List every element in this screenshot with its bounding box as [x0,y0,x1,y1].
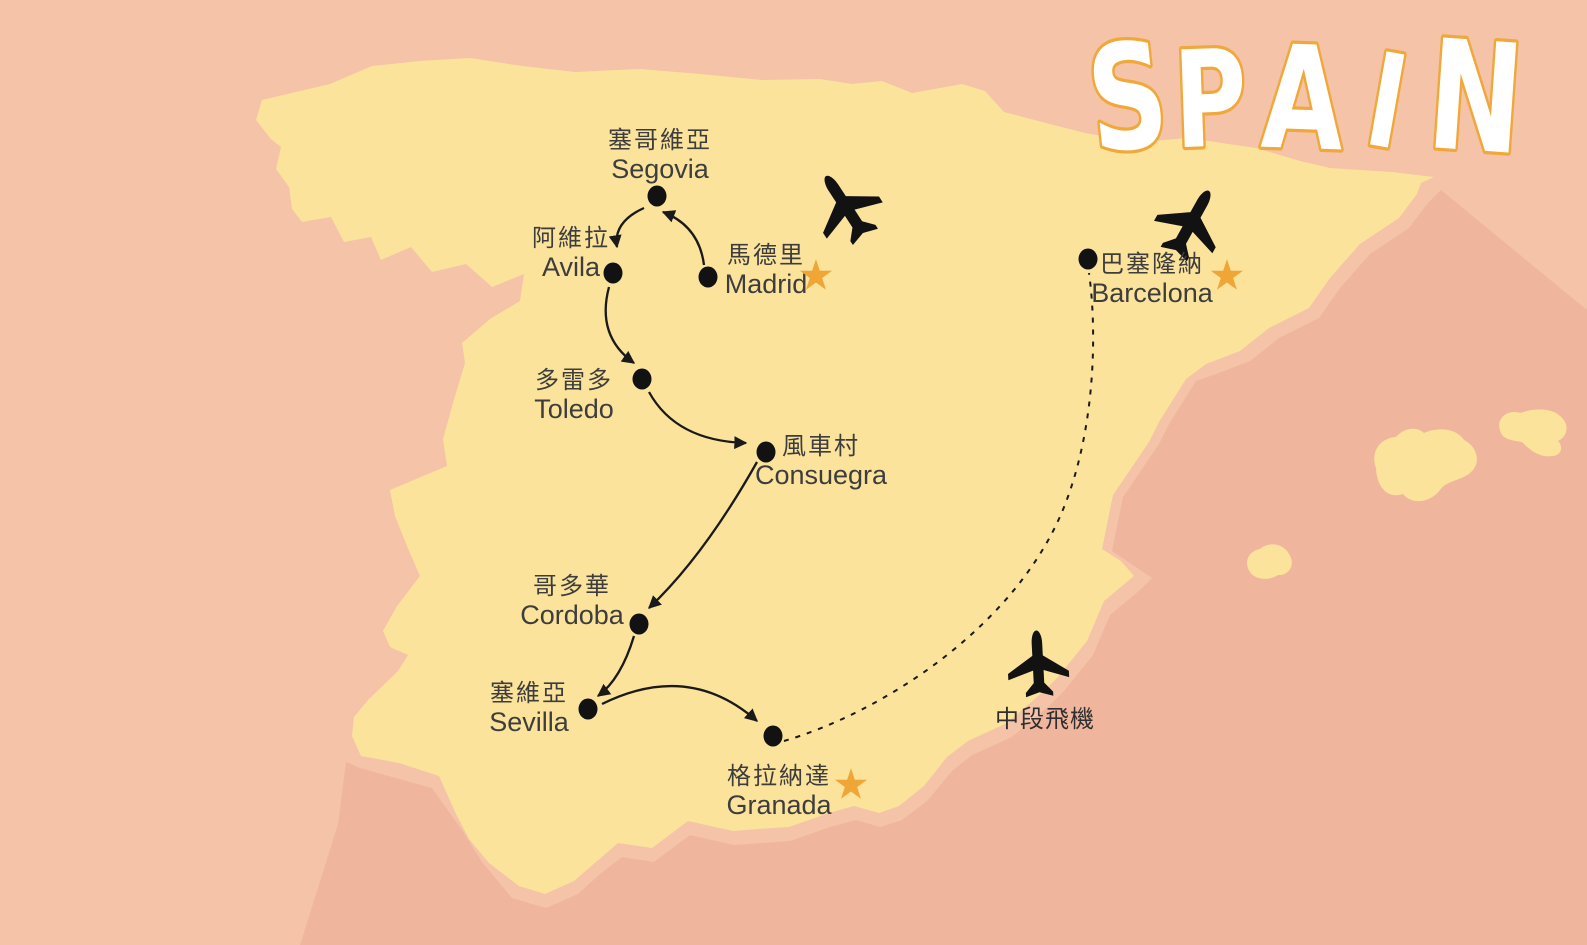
title-letter-A: A [1259,15,1346,184]
route-madrid-segovia [661,210,706,266]
sea-shadow-region [300,190,1587,945]
city-dot-toledo [632,368,652,390]
island-ibiza [1246,544,1292,579]
route-consuegra-cordoba [648,461,759,609]
spain-landmass [256,58,1434,894]
route-avila-toledo [604,286,636,364]
title-letter-I: I [1356,24,1417,179]
island-mallorca [1374,428,1477,502]
route-segovia-avila [608,206,645,249]
city-dot-granada [763,725,783,747]
madrid-plane-icon [823,175,883,246]
mid-flight-label: 中段飛機 [995,705,1095,733]
route-sevilla-granada [601,684,758,722]
island-menorca [1499,409,1567,457]
flight-route-granada-barcelona [783,272,1095,742]
city-dot-madrid [698,266,718,288]
title-letter-S: S [1080,11,1175,188]
city-dots [578,185,1098,747]
title-letter-N: N [1423,7,1529,189]
city-dot-cordoba [629,613,649,635]
mid-flight-plane-icon [1008,630,1070,698]
barcelona-plane-icon [1154,190,1216,262]
itinerary-routes [596,206,1095,742]
city-dot-barcelona [1078,248,1098,270]
city-dot-segovia [647,185,667,207]
city-dot-avila [603,262,623,284]
city-dot-sevilla [578,698,598,720]
city-dot-consuegra [756,441,776,463]
route-cordoba-sevilla [596,635,636,697]
plane-icons [823,175,1216,698]
route-toledo-consuegra [647,391,748,450]
title-letter-P: P [1171,21,1249,179]
